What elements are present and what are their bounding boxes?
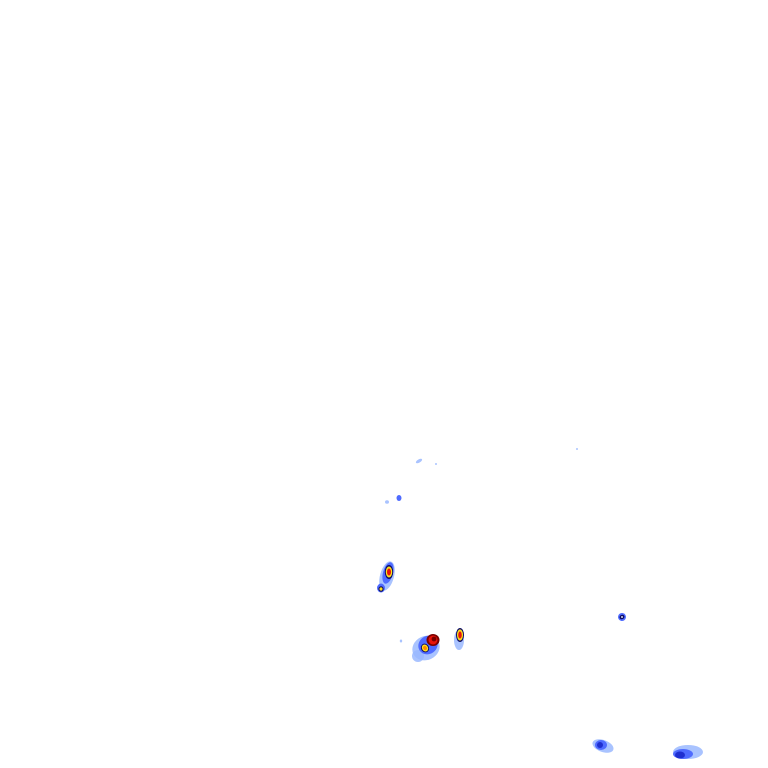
precip-blob-bottom-left — [592, 739, 614, 753]
precip-speck — [385, 500, 389, 504]
precip-speck — [415, 458, 423, 464]
precip-speck-group-upper — [385, 448, 578, 504]
precip-cell-core — [597, 742, 603, 748]
precip-cell-west — [377, 561, 395, 593]
precip-cell-core — [675, 751, 685, 759]
precip-cell-halo — [412, 650, 424, 662]
precip-blob-bottom-right — [673, 745, 703, 759]
precip-speck — [399, 639, 403, 643]
precip-cell-core — [379, 587, 383, 591]
precip-cell-core — [387, 568, 391, 576]
precip-speck — [576, 448, 578, 450]
precip-speck — [435, 463, 437, 465]
precip-cell-core — [423, 645, 427, 651]
precip-speck — [396, 495, 402, 501]
precip-cell-core — [621, 616, 623, 618]
precip-cell-central — [399, 634, 440, 662]
precip-cell-core — [431, 636, 437, 642]
precip-cell-east — [454, 628, 464, 650]
precip-cell-core — [458, 631, 462, 639]
precip-cell-far-east — [618, 613, 626, 621]
